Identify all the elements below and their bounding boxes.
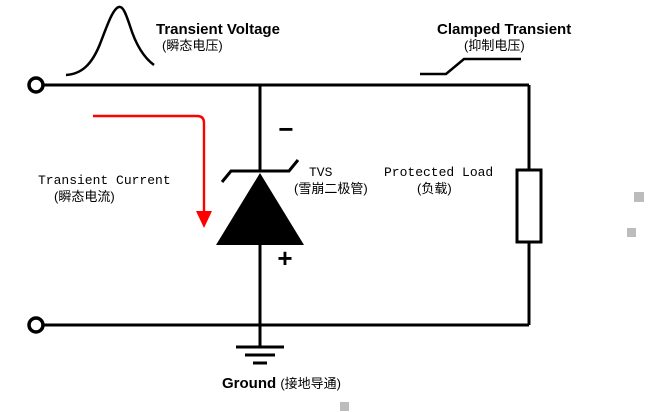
tvs-cathode-bar [220, 159, 300, 183]
selection-handle [627, 228, 636, 237]
input-terminal-bottom [27, 316, 45, 334]
clamped-transient-waveform [420, 57, 521, 76]
ground-label-en: Ground [222, 375, 277, 392]
protected-load-label-zh: (负载) [417, 181, 452, 196]
protected-load-label-en: Protected Load [384, 165, 494, 180]
selection-handle [634, 192, 644, 202]
plus-polarity-mark: + [277, 243, 292, 273]
transient-voltage-label-en: Transient Voltage [156, 21, 280, 38]
transient-voltage-label-zh: (瞬态电压) [162, 38, 223, 53]
transient-current-label-zh: (瞬态电流) [54, 189, 115, 204]
tvs-diode-symbol [216, 173, 304, 245]
clamped-transient-label-zh: (抑制电压) [464, 38, 525, 53]
selection-handle [340, 402, 349, 411]
tvs-label-zh: (雪崩二极管) [294, 181, 368, 196]
ground-label-zh: (接地导通) [280, 376, 341, 391]
input-terminal-top [27, 76, 45, 94]
ground-label: Ground (接地导通) [222, 375, 341, 393]
transient-current-arrow [93, 114, 212, 228]
transient-current-label-en: Transient Current [38, 173, 171, 188]
transient-voltage-waveform [65, 5, 155, 77]
tvs-label-en: TVS [309, 165, 333, 180]
ground-symbol [236, 345, 284, 365]
minus-polarity-mark: − [278, 114, 293, 144]
load-resistor-symbol [515, 168, 543, 244]
clamped-transient-label-en: Clamped Transient [437, 21, 572, 38]
